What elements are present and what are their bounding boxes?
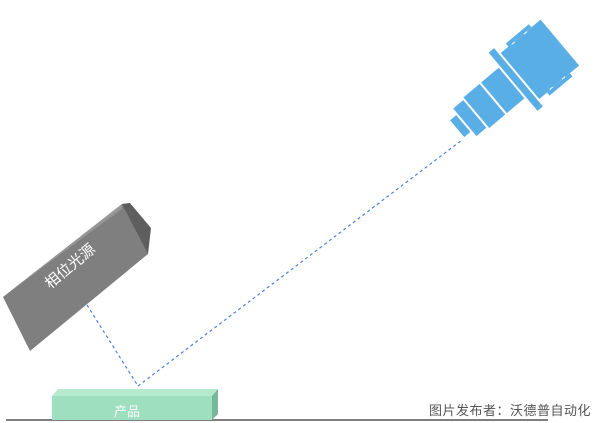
product-front-face [52,396,212,420]
camera-icon [450,19,580,138]
reflected-ray [137,139,463,387]
camera-body [500,19,580,99]
camera-flange [488,48,543,111]
light-side-face [122,203,151,254]
product-label: 产品 [114,405,141,420]
product-block [52,389,218,420]
light-source-block [3,203,151,351]
product-top-face [52,389,218,396]
light-front-face-fill [30,204,148,351]
lens-segment [463,83,506,128]
product-side-face [212,389,218,420]
lens-segment [481,67,525,114]
credit-watermark: 图片发布者：沃德普自动化 [428,404,591,419]
lens-tip [450,115,471,138]
lens-segment [453,100,487,137]
incident-ray [86,304,139,387]
light-path [86,139,463,387]
